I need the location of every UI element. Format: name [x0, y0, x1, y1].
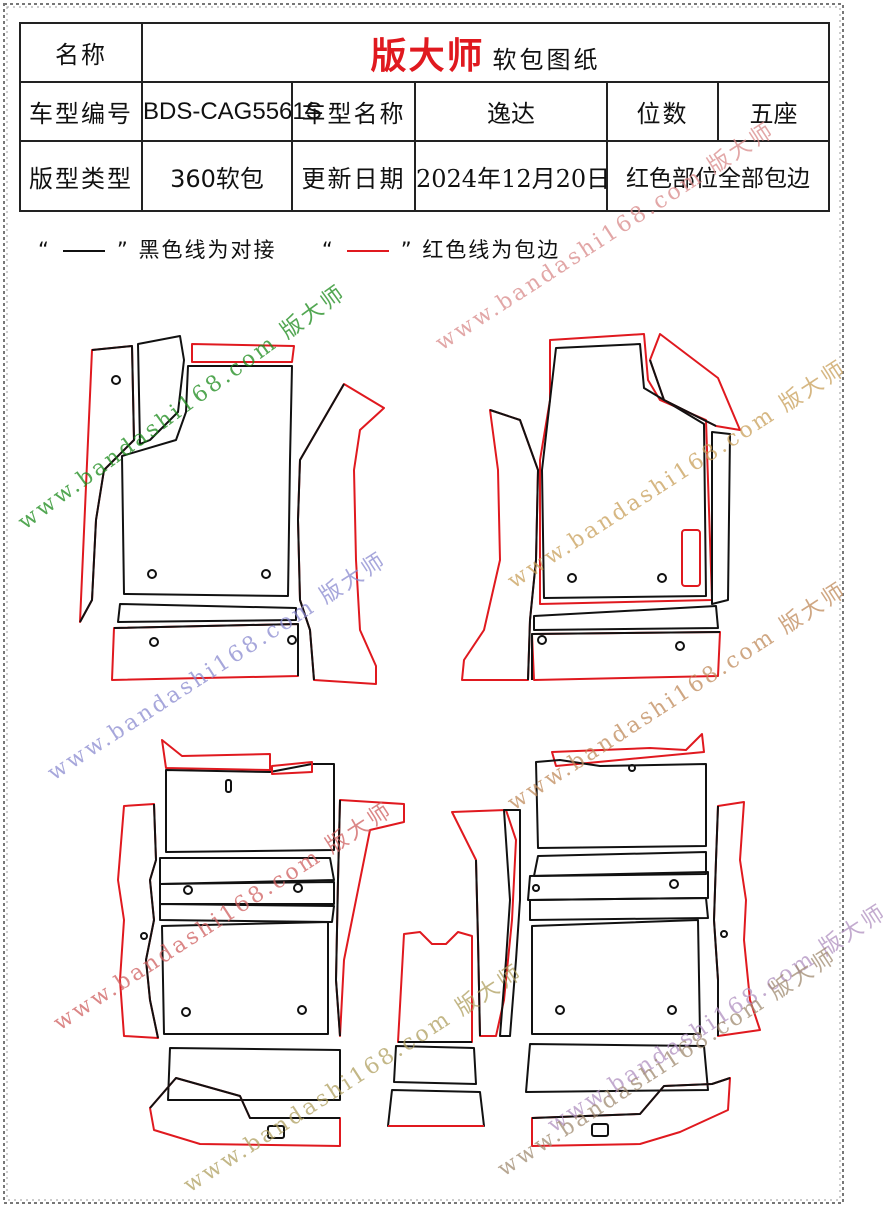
rear-right-side-right-inner [713, 805, 719, 1036]
front-left-main-mat [121, 365, 293, 597]
front-left-top-panel [137, 335, 185, 445]
legend-black-line [62, 250, 105, 252]
front-left-clip-5 [287, 635, 297, 645]
front-left-pillar-inner [297, 383, 345, 681]
front-right-pillar-inner [489, 409, 539, 681]
rear-left-side-left [117, 803, 159, 1039]
rear-right-clip-1 [628, 764, 636, 772]
rear-left-clip-4 [181, 1007, 191, 1017]
rear-right-mat-group [499, 733, 761, 1147]
front-left-bottom-mat-top [113, 623, 299, 676]
front-left-clip-1 [111, 375, 121, 385]
rear-right-top-tab [551, 733, 705, 767]
legend-quote-open-1: “ [38, 238, 51, 262]
front-right-pillar [461, 409, 539, 681]
front-left-side-panel [79, 345, 135, 623]
front-right-top-edge [539, 333, 713, 605]
model-name-label: 车型名称 [291, 81, 416, 142]
center-rear-side-left-inner [475, 859, 481, 1037]
center-tunnel-bottom [387, 1089, 485, 1127]
rear-left-mid-strip [159, 857, 335, 885]
front-left-mat-group [79, 335, 385, 685]
pattern-type-label: 版型类型 [19, 140, 143, 212]
front-right-corner-inner [649, 359, 717, 427]
rear-right-mid-band-2 [529, 897, 709, 921]
legend-red-line [346, 250, 389, 252]
rear-right-upper-mat [535, 759, 707, 849]
mat-pattern-drawing [79, 333, 761, 1147]
front-left-top-strip [191, 343, 295, 363]
rear-left-side-left-inner [145, 803, 159, 1039]
rear-left-mid-band-2 [159, 903, 335, 923]
front-left-clip-3 [261, 569, 271, 579]
rear-left-clip-1 [183, 885, 193, 895]
rear-right-clip-5 [555, 1005, 565, 1015]
rear-right-clip-3 [669, 879, 679, 889]
rear-left-clip-5 [297, 1005, 307, 1015]
rear-left-side-right-inner [335, 799, 341, 1037]
rear-left-upper-mat [165, 763, 335, 853]
model-code-label: 车型编号 [19, 81, 143, 142]
rear-right-main-mat [531, 919, 701, 1035]
rear-right-lower-mat [525, 1043, 709, 1093]
front-left-lower-strip [117, 603, 297, 623]
front-right-side-strip [711, 431, 731, 605]
front-right-vent-slot [681, 529, 701, 587]
legend-quote-close-2: ” [400, 238, 414, 262]
rear-right-hook-slot [591, 1123, 609, 1137]
seats-value: 五座 [716, 81, 831, 142]
rear-right-mid-band [527, 871, 709, 901]
rear-left-mat-group [117, 739, 405, 1147]
front-right-clip-4 [675, 641, 685, 651]
name-label: 名称 [19, 22, 143, 83]
legend-black-desc: 黑色线为对接 [138, 238, 277, 262]
front-right-clip-2 [657, 573, 667, 583]
rear-left-lower-mat [167, 1047, 341, 1101]
line-legend: “ ” 黑色线为对接 “ ” 红色线为包边 [38, 234, 560, 264]
rear-right-side-left [499, 809, 521, 1037]
rear-left-clip-2 [293, 883, 303, 893]
rear-left-upper-strip [271, 761, 313, 775]
update-date-value: 2024年12月20日 [414, 140, 610, 212]
front-left-clip-4 [149, 637, 159, 647]
rear-right-clip-2 [532, 884, 540, 892]
model-code-value: BDS-CAG5561S [141, 81, 322, 142]
front-right-clip-1 [567, 573, 577, 583]
model-name-value: 逸达 [414, 81, 608, 142]
rear-left-main-mat [161, 921, 329, 1035]
legend-red-desc: 红色线为包边 [422, 238, 561, 262]
rear-left-vent [225, 779, 232, 793]
center-tunnel-mid [393, 1045, 477, 1085]
rear-right-mid-strip [533, 851, 707, 877]
rear-left-hook-slot [267, 1125, 285, 1139]
front-right-clip-3 [537, 635, 547, 645]
update-date-label: 更新日期 [291, 140, 416, 212]
front-right-main-mat [541, 343, 707, 599]
legend-quote-open-2: “ [321, 238, 335, 262]
legend-quote-close-1: ” [116, 238, 130, 262]
rear-right-clip-6 [667, 1005, 677, 1015]
spec-table: 名称 版大师软包图纸 车型编号 BDS-CAG5561S 车型名称 逸达 位数 … [19, 22, 831, 212]
front-right-bottom-mat-top [531, 631, 721, 680]
center-tunnel-group [387, 809, 517, 1127]
rear-right-bottom-piece-inner [531, 1077, 731, 1119]
front-right-mat-group [461, 333, 741, 681]
brand-subtitle: 软包图纸 [492, 45, 601, 74]
edge-note: 红色部位全部包边 [605, 140, 831, 212]
rear-left-top-tab [161, 739, 271, 771]
pattern-type-value: 360软包 [141, 140, 293, 212]
brand-cell: 版大师软包图纸 [140, 22, 831, 83]
rear-left-clip-3 [140, 932, 148, 940]
seats-label: 位数 [606, 81, 719, 142]
rear-left-mid-band [159, 881, 335, 905]
brand-title: 版大师 [370, 35, 485, 77]
rear-right-clip-4 [720, 930, 728, 938]
rear-left-bottom-piece-inner [149, 1077, 340, 1119]
front-right-lower-strip [533, 605, 719, 631]
front-left-clip-2 [147, 569, 157, 579]
